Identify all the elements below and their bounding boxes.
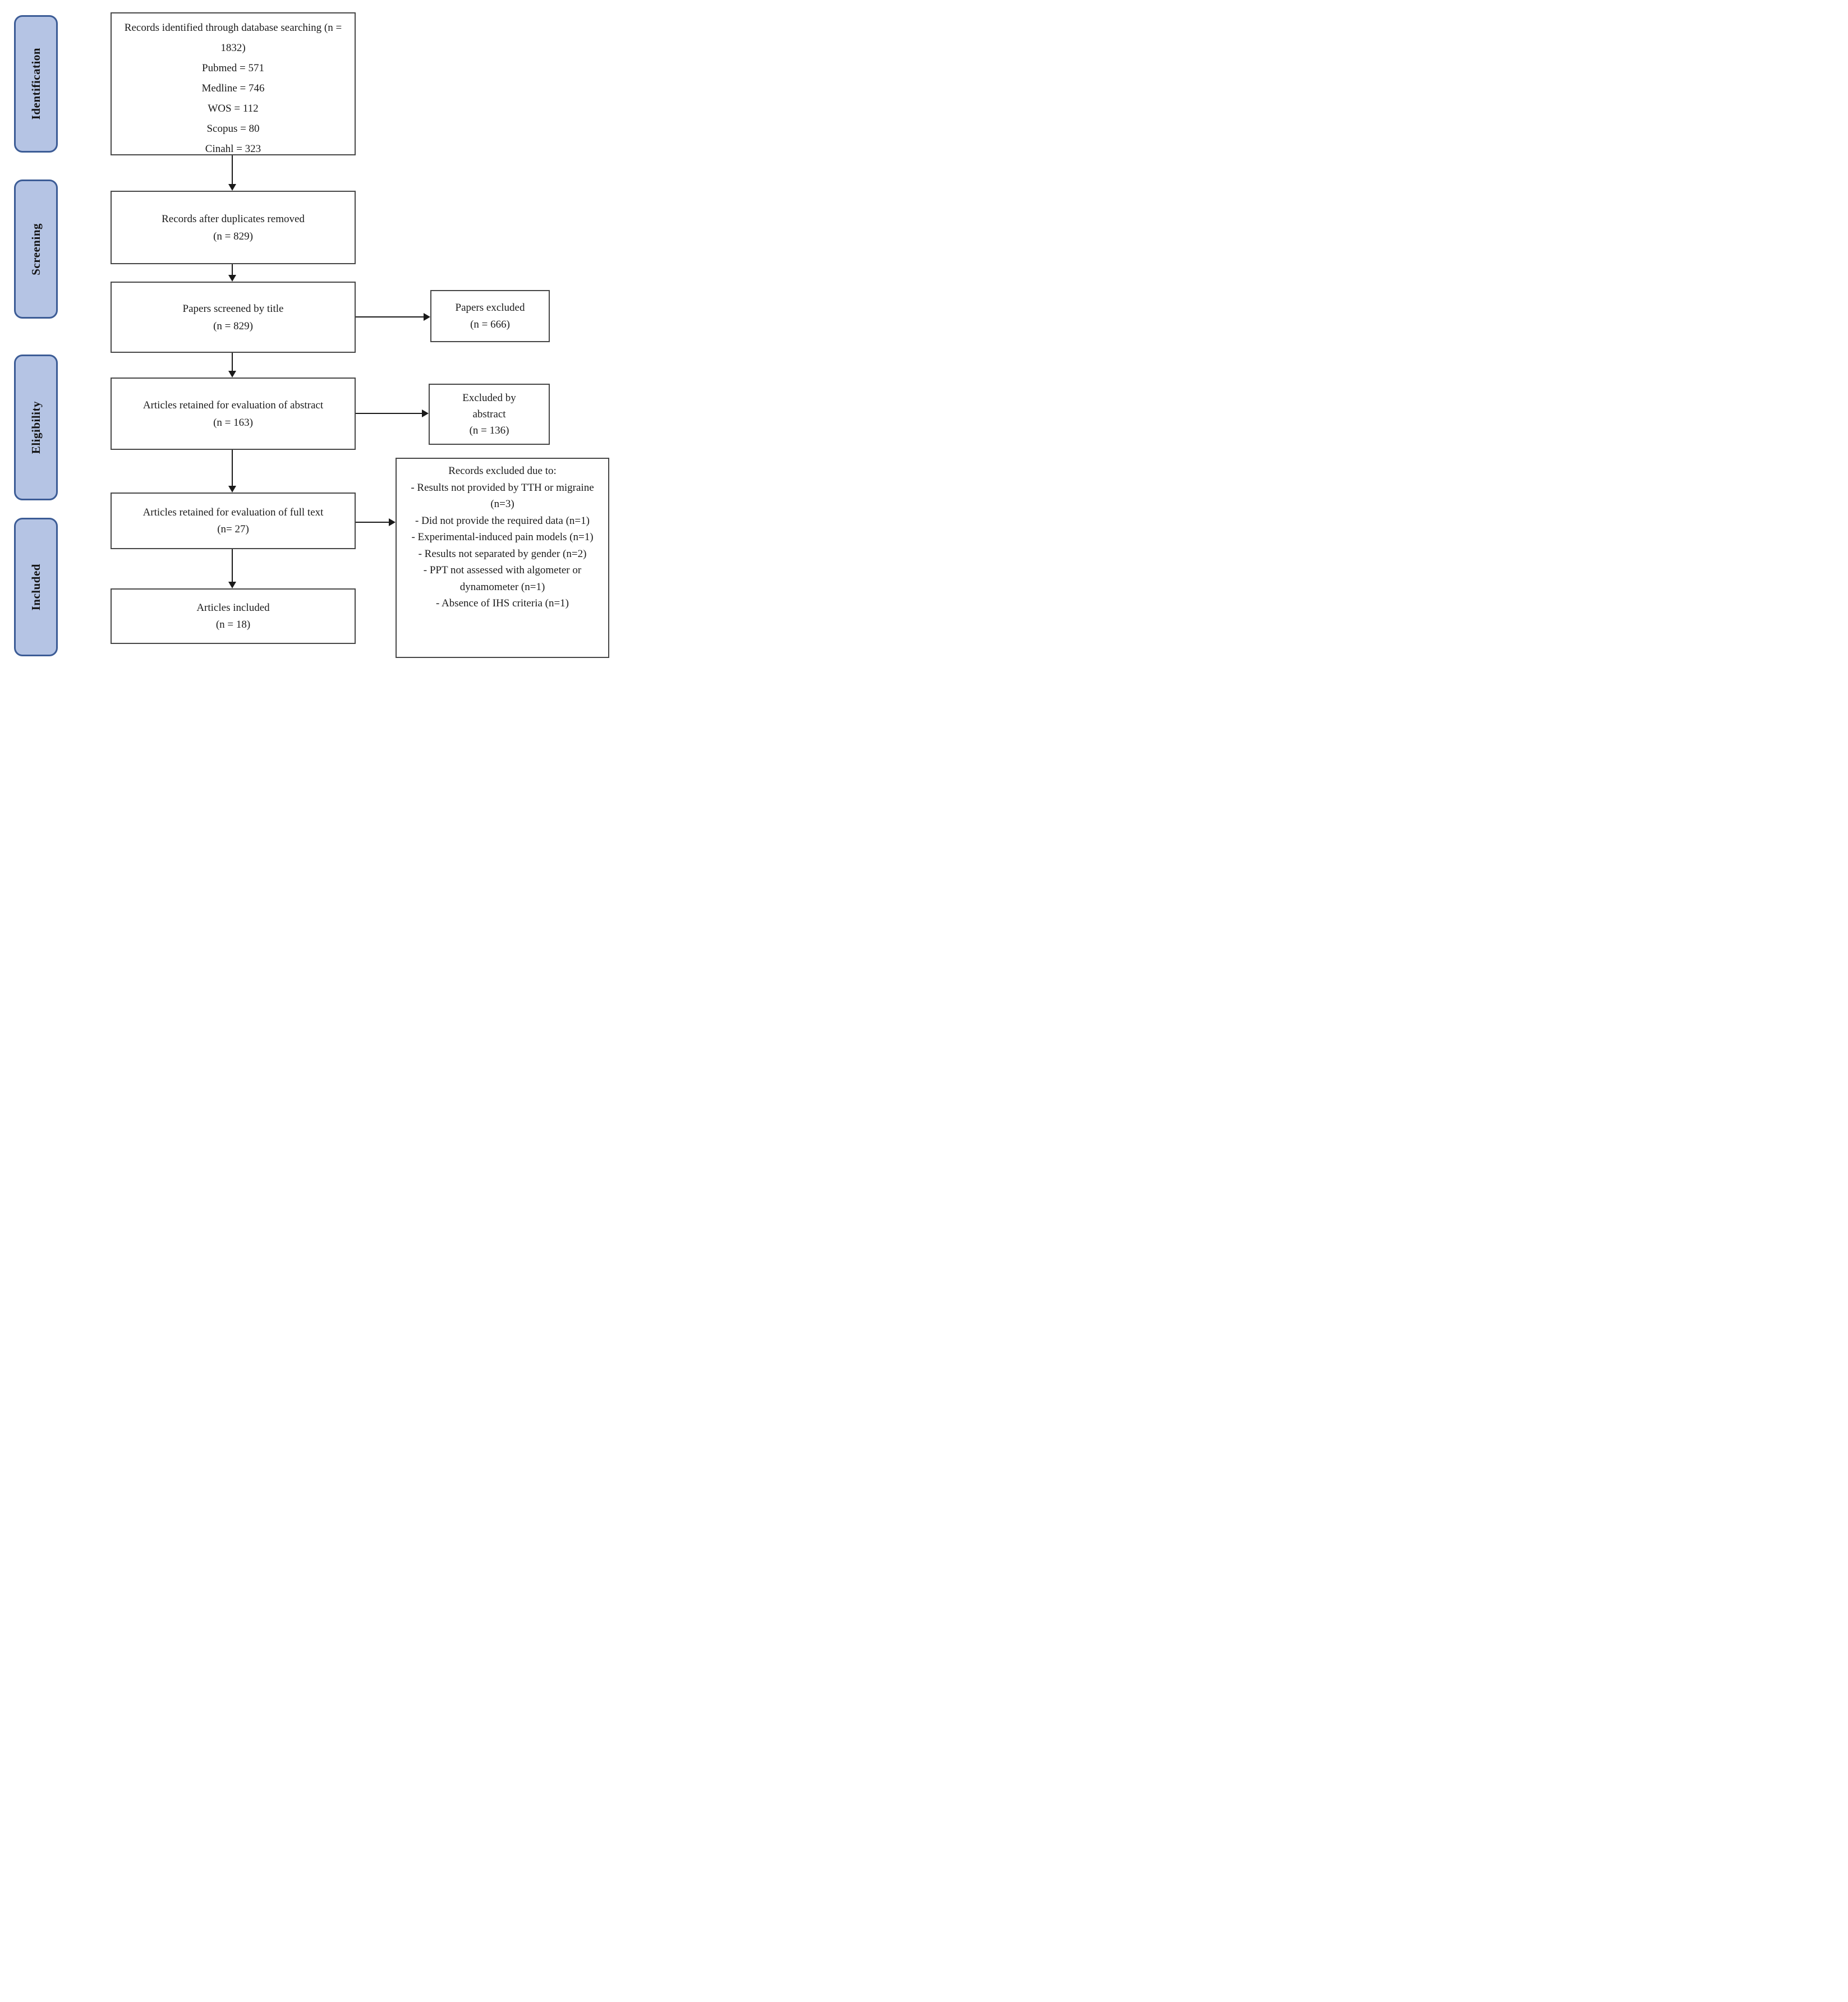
arrow-fulltext-to-included [228,549,236,588]
fulltext-evaluation-count: (n= 27) [217,523,249,535]
articles-included-label: Articles included [196,601,270,614]
papers-excluded-label: Papers excluded [455,301,525,314]
stage-identification-label: Identification [29,48,43,120]
box-articles-included: Articles included (n = 18) [111,588,356,644]
arrow-identified-to-duplicates [228,155,236,191]
source-pubmed: Pubmed = 571 [202,62,264,74]
records-excluded-title: Records excluded due to: [448,465,557,477]
box-records-identified: Records identified through database sear… [111,12,356,155]
papers-excluded-count: (n = 666) [470,318,510,330]
stage-eligibility-label: Eligibility [29,401,43,454]
records-identified-title: Records identified through database sear… [124,22,342,54]
stage-included: Included [14,518,58,656]
excluded-reason-ihs-criteria: - Absence of IHS criteria (n=1) [435,597,569,609]
abstract-evaluation-count: (n = 163) [213,416,253,429]
duplicates-removed-count: (n = 829) [213,230,253,242]
box-screened-by-title: Papers screened by title (n = 829) [111,282,356,353]
excluded-reason-gender: - Results not separated by gender (n=2) [418,547,587,560]
stage-screening: Screening [14,180,58,319]
excluded-reason-tth-migraine: - Results not provided by TTH or migrain… [411,481,594,510]
excluded-reason-ppt-algometer: - PPT not assessed with algometer or dyn… [423,564,582,593]
stage-eligibility: Eligibility [14,355,58,500]
arrow-duplicates-to-screened [228,264,236,282]
source-medline: Medline = 746 [201,82,265,94]
screened-by-title-label: Papers screened by title [182,302,284,315]
source-wos: WOS = 112 [208,103,259,114]
arrow-abstract-to-excluded-by-abstract [356,409,429,417]
source-cinahl: Cinahl = 323 [205,143,261,155]
box-records-excluded: Records excluded due to: - Results not p… [396,458,609,658]
excluded-by-abstract-label: Excluded by abstract [462,392,516,420]
fulltext-evaluation-label: Articles retained for evaluation of full… [142,506,324,518]
screened-by-title-count: (n = 829) [213,320,253,332]
stage-identification: Identification [14,15,58,153]
stage-included-label: Included [29,563,43,611]
box-fulltext-evaluation: Articles retained for evaluation of full… [111,493,356,549]
articles-included-count: (n = 18) [215,618,251,630]
box-duplicates-removed: Records after duplicates removed (n = 82… [111,191,356,264]
arrow-fulltext-to-records-excluded [356,518,396,526]
excluded-reason-required-data: - Did not provide the required data (n=1… [415,514,590,527]
duplicates-removed-label: Records after duplicates removed [162,213,305,225]
stage-screening-label: Screening [29,223,43,275]
arrow-abstract-to-fulltext [228,450,236,493]
arrow-screened-to-papers-excluded [356,313,430,321]
excluded-by-abstract-count: (n = 136) [469,425,509,436]
prisma-flow-diagram: Identification Screening Eligibility Inc… [0,0,616,668]
source-scopus: Scopus = 80 [206,123,260,135]
box-papers-excluded: Papers excluded (n = 666) [430,290,550,342]
box-excluded-by-abstract: Excluded by abstract (n = 136) [429,384,550,445]
abstract-evaluation-label: Articles retained for evaluation of abst… [142,399,324,411]
excluded-reason-experimental-pain: - Experimental-induced pain models (n=1) [411,531,594,543]
arrow-screened-to-abstract [228,353,236,378]
box-abstract-evaluation: Articles retained for evaluation of abst… [111,378,356,450]
